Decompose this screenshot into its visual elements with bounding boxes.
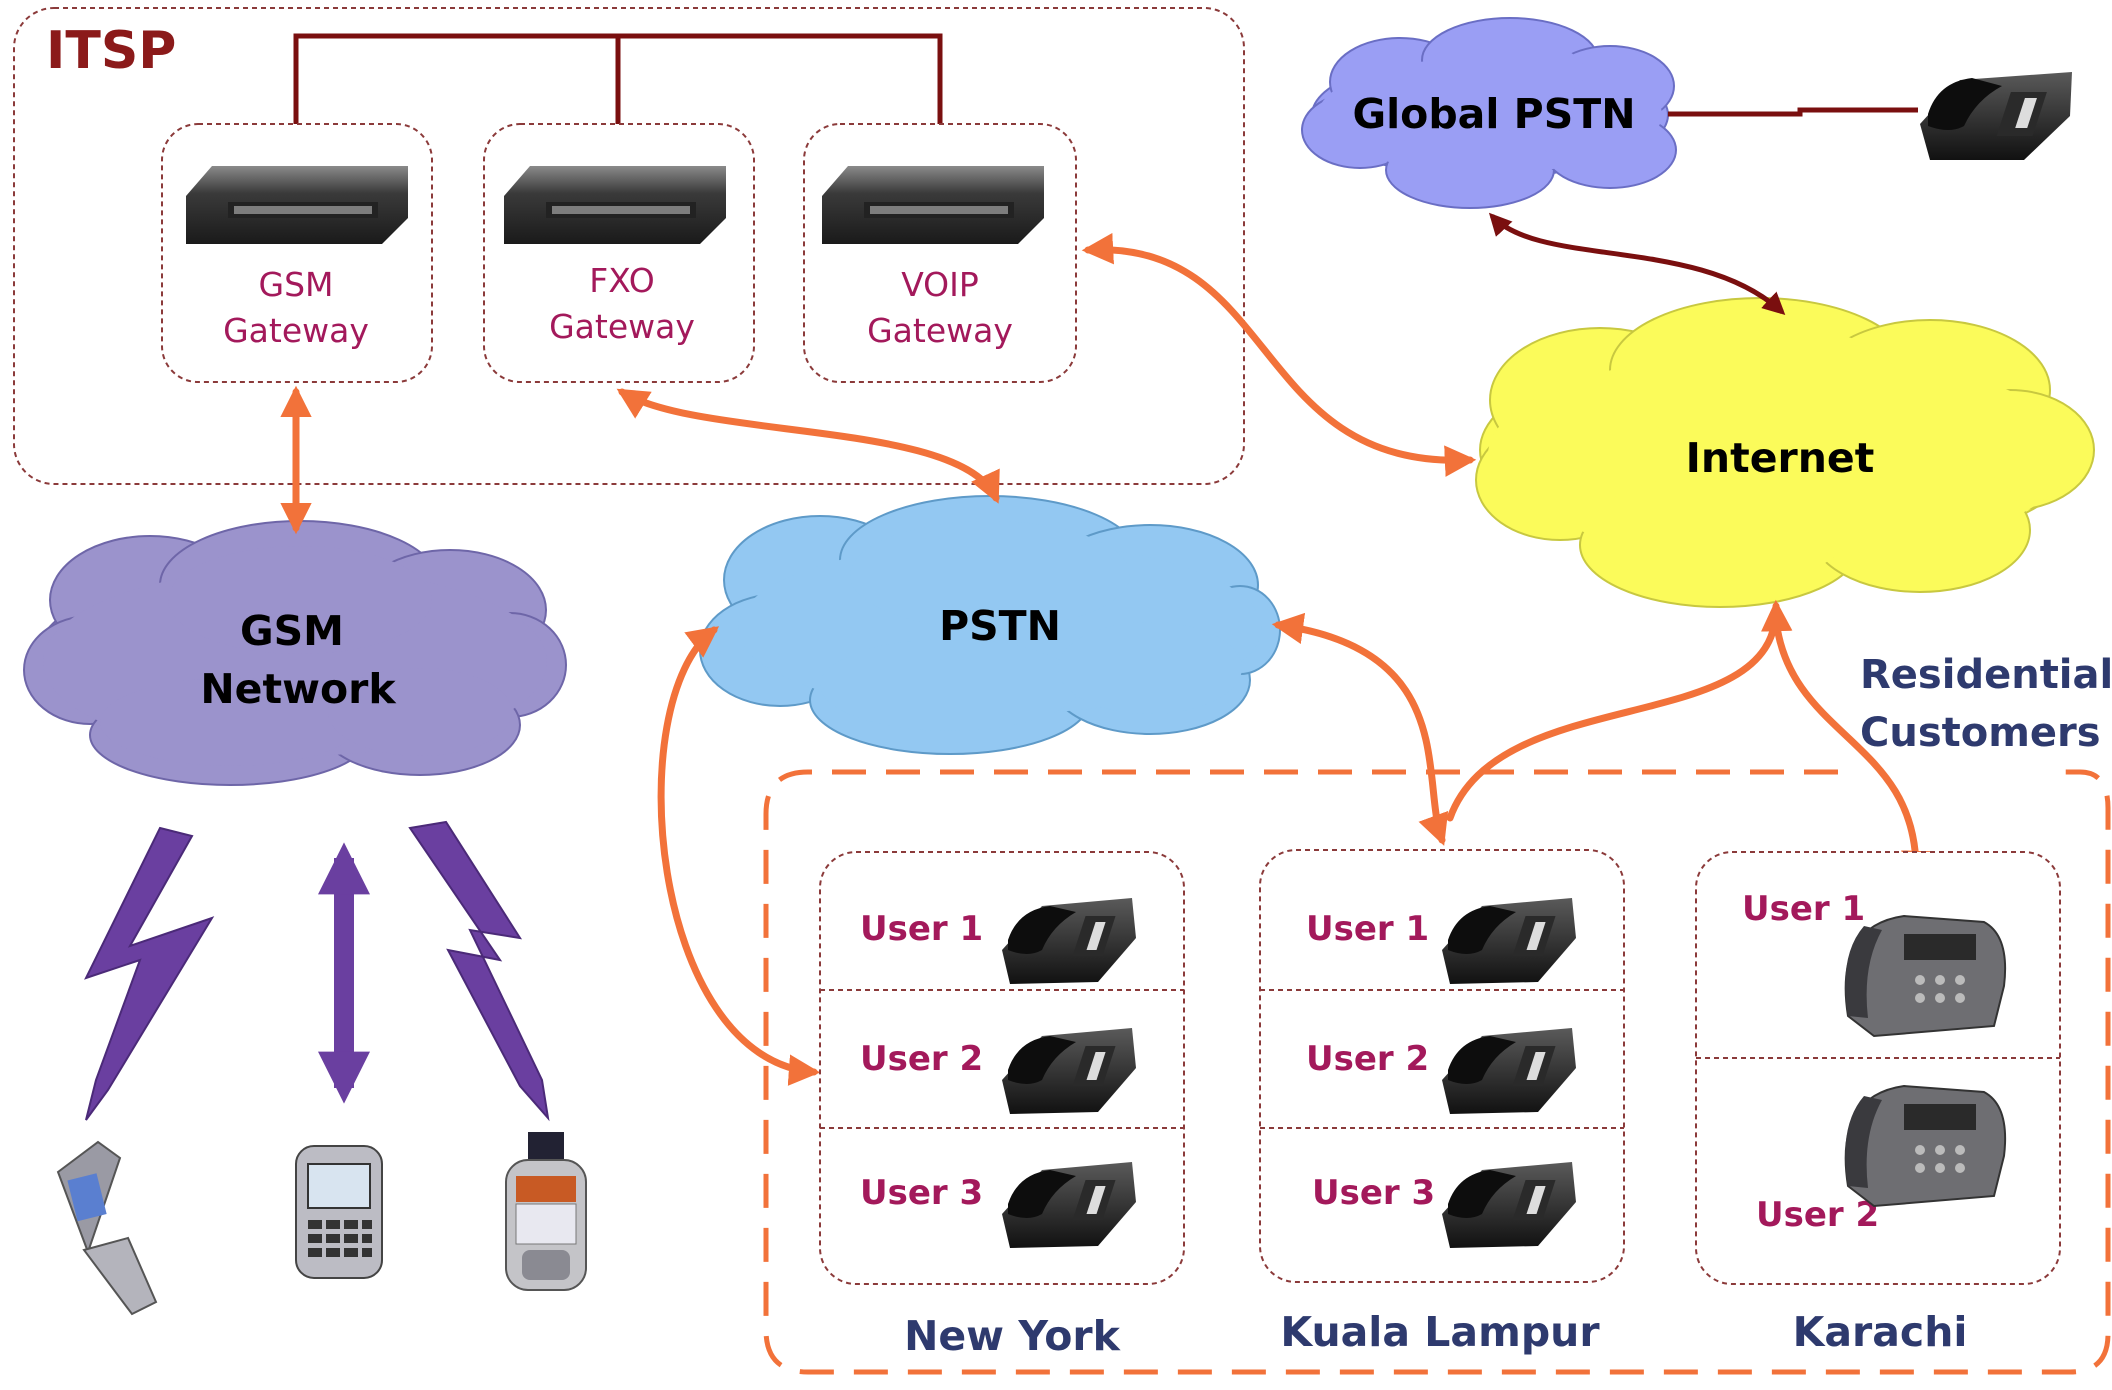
location-karachi: User 1 User 2 Karachi [1695,851,2061,1356]
network-switch-icon [822,166,1044,244]
itsp-label: ITSP [46,21,176,81]
desk-phone-icon [1002,1028,1136,1114]
pda-icon [505,1132,587,1291]
gsm-network-label-1: GSM [240,607,344,655]
gateway-voip-label-1: VOIP [901,265,979,304]
global-pstn-cloud: Global PSTN [1301,17,1677,209]
kuala-lampur-user-2: User 2 [1306,1039,1429,1079]
gateway-gsm-label-2: Gateway [223,311,369,350]
gateway-voip: VOIP Gateway [803,123,1077,383]
karachi-user-2: User 2 [1756,1195,1879,1235]
internet-label: Internet [1686,434,1875,482]
itsp-boundary [13,7,1245,485]
desk-phone-icon [1442,1162,1576,1248]
pstn-label: PSTN [939,602,1061,650]
residential-label-1: Residential [1860,652,2112,698]
global-pstn-phone-line [1668,107,1918,117]
pstn-to-new-york-link [657,626,821,1086]
residential-customers-boundary [763,769,2111,1375]
internet-to-kuala-lumpur-link [1446,599,1793,822]
pstn-to-kuala-lumpur-link [1271,612,1449,846]
internet-cloud: Internet [1475,297,2095,608]
gateway-voip-label-2: Gateway [867,311,1013,350]
flip-phone-icon [56,1140,158,1316]
new-york-user-1: User 1 [860,909,983,949]
network-switch-icon [186,166,408,244]
gateway-fxo-label-1: FXO [589,261,654,300]
itsp-bus [293,33,943,124]
new-york-user-3: User 3 [860,1173,983,1213]
location-kuala-lampur: User 1 User 2 User 3 Kuala Lampur [1259,849,1625,1356]
fxo-gateway-to-pstn-link [616,388,1000,504]
gateway-fxo-label-2: Gateway [549,307,695,346]
network-switch-icon [504,166,726,244]
smartphone-icon [295,1145,383,1279]
residential-label-2: Customers [1860,710,2101,756]
pstn-cloud: PSTN [699,495,1281,755]
kuala-lampur-user-3: User 3 [1312,1173,1435,1213]
voip-gateway-to-internet-link [1081,232,1477,477]
city-kuala-lampur: Kuala Lampur [1280,1308,1600,1356]
gateway-gsm-label-1: GSM [259,265,334,304]
desk-phone-icon [1442,898,1576,984]
gsm-signals [84,820,550,1122]
city-karachi: Karachi [1793,1308,1968,1356]
global-pstn-label: Global PSTN [1352,90,1635,138]
gateway-gsm: GSM Gateway [161,123,433,383]
gsm-network-cloud: GSM Network [23,520,567,786]
conference-phone-icon [1844,1084,2007,1208]
internet-to-karachi-link [1772,616,1933,883]
signal-bolt-left [84,826,215,1121]
global-pstn-internet-link [1488,212,1786,316]
desk-phone-icon [1920,72,2072,160]
new-york-user-2: User 2 [860,1039,983,1079]
desk-phone-icon [1002,898,1136,984]
location-new-york: User 1 User 2 User 3 New York [819,851,1185,1360]
karachi-user-1: User 1 [1742,889,1865,929]
desk-phone-icon [1002,1162,1136,1248]
city-new-york: New York [904,1312,1122,1360]
desk-phone-icon [1442,1028,1576,1114]
signal-bolt-right [408,820,550,1122]
gsm-network-label-2: Network [200,665,397,713]
kuala-lampur-user-1: User 1 [1306,909,1429,949]
conference-phone-icon [1844,914,2007,1038]
gateway-fxo: FXO Gateway [483,123,755,383]
